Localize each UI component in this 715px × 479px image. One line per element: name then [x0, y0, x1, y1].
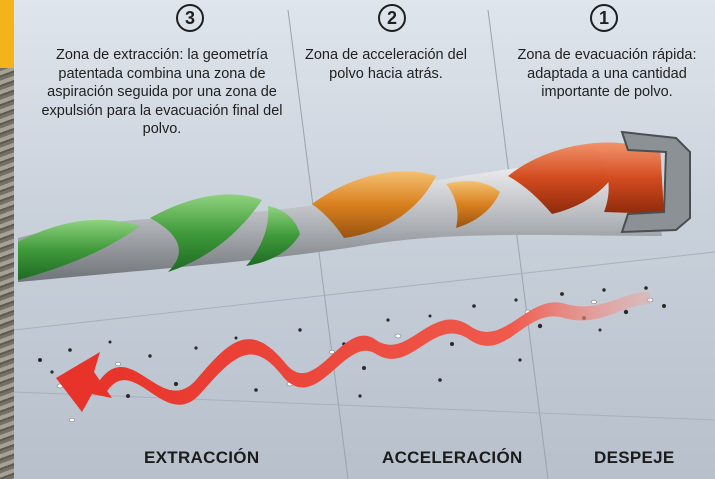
flute-green-3 — [246, 206, 300, 266]
zone-2-description: Zona de acceleración del polvo hacia atr… — [304, 47, 468, 82]
dust-flow-arrow — [96, 291, 650, 405]
flute-green-1 — [18, 219, 140, 280]
zone-3-number: 3 — [176, 4, 204, 32]
flute-red-1 — [508, 142, 628, 214]
zone-2-number: 2 — [378, 4, 406, 32]
flute-green-2 — [150, 194, 262, 272]
flute-red-2 — [596, 144, 664, 214]
label-acceleracion: ACCELERACIÓN — [382, 448, 523, 467]
zone-1-number: 1 — [590, 4, 618, 32]
perspective-line-2 — [13, 391, 715, 421]
label-extraccion: EXTRACCIÓN — [144, 448, 260, 467]
zone-1-description: Zona de evacuación rápida: adaptada a un… — [517, 47, 697, 100]
perspective-line-1 — [13, 251, 715, 331]
left-photo-strip — [0, 0, 14, 479]
dust-flow-arrowhead — [56, 352, 112, 412]
flute-orange-2 — [446, 181, 500, 228]
divider-line-right — [487, 9, 549, 479]
label-despeje: DESPEJE — [594, 448, 675, 467]
zone-3-description: Zona de extracción: la geometría patenta… — [41, 47, 283, 137]
flute-orange-1 — [312, 171, 436, 238]
drill-head — [620, 130, 691, 234]
